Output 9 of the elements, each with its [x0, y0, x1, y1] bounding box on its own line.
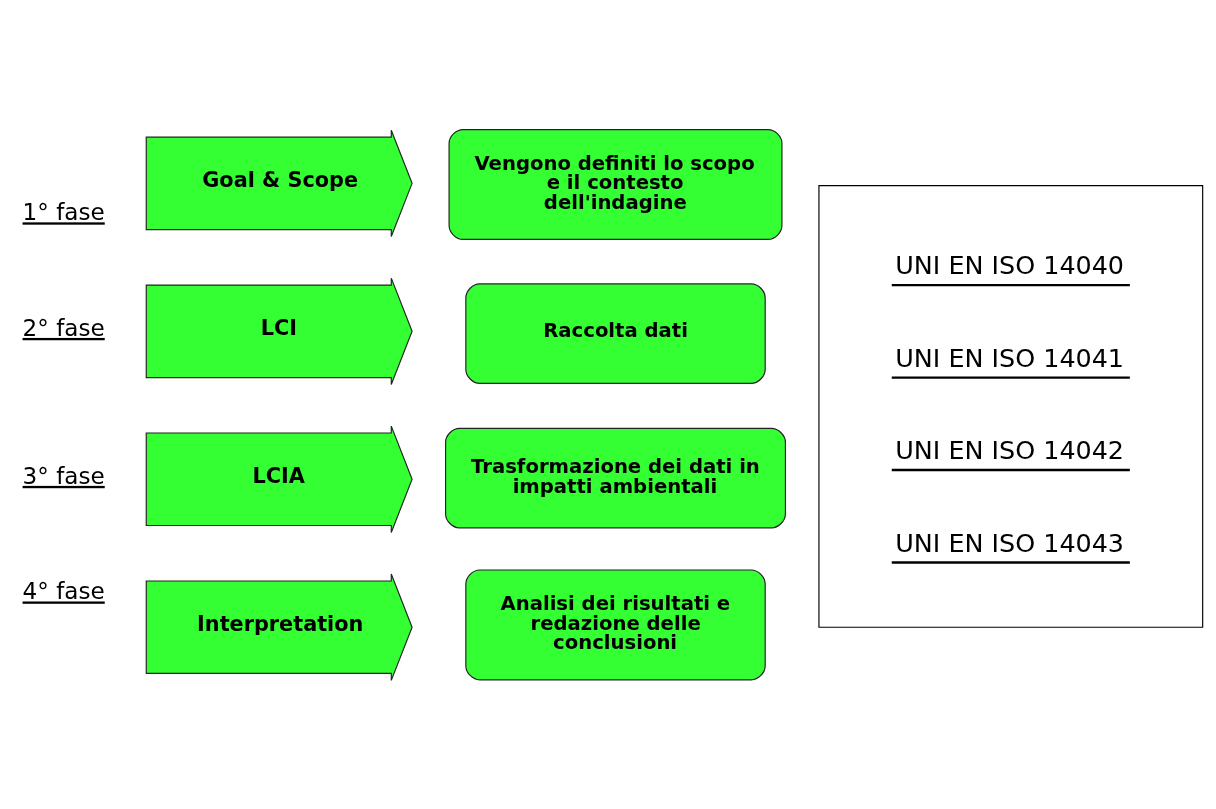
- label: 4° fase: [22, 577, 105, 604]
- node-box: Raccolta dati: [465, 282, 766, 384]
- label: 2° fase: [22, 314, 105, 341]
- node-box: UNI EN ISO 14040 UNI EN ISO 14041 UNI EN ISO 14042 UNI EN ISO 14043: [818, 184, 1204, 628]
- label: 1° fase: [22, 198, 105, 225]
- node-box: Vengono definiti lo scopo e il contesto dell'indagine: [448, 128, 783, 240]
- node-box: Analisi dei risultati e redazione delle conclusioni: [465, 568, 766, 680]
- label: 3° fase: [22, 462, 105, 489]
- node-box: Trasformazione dei dati in impatti ambientali: [445, 427, 786, 528]
